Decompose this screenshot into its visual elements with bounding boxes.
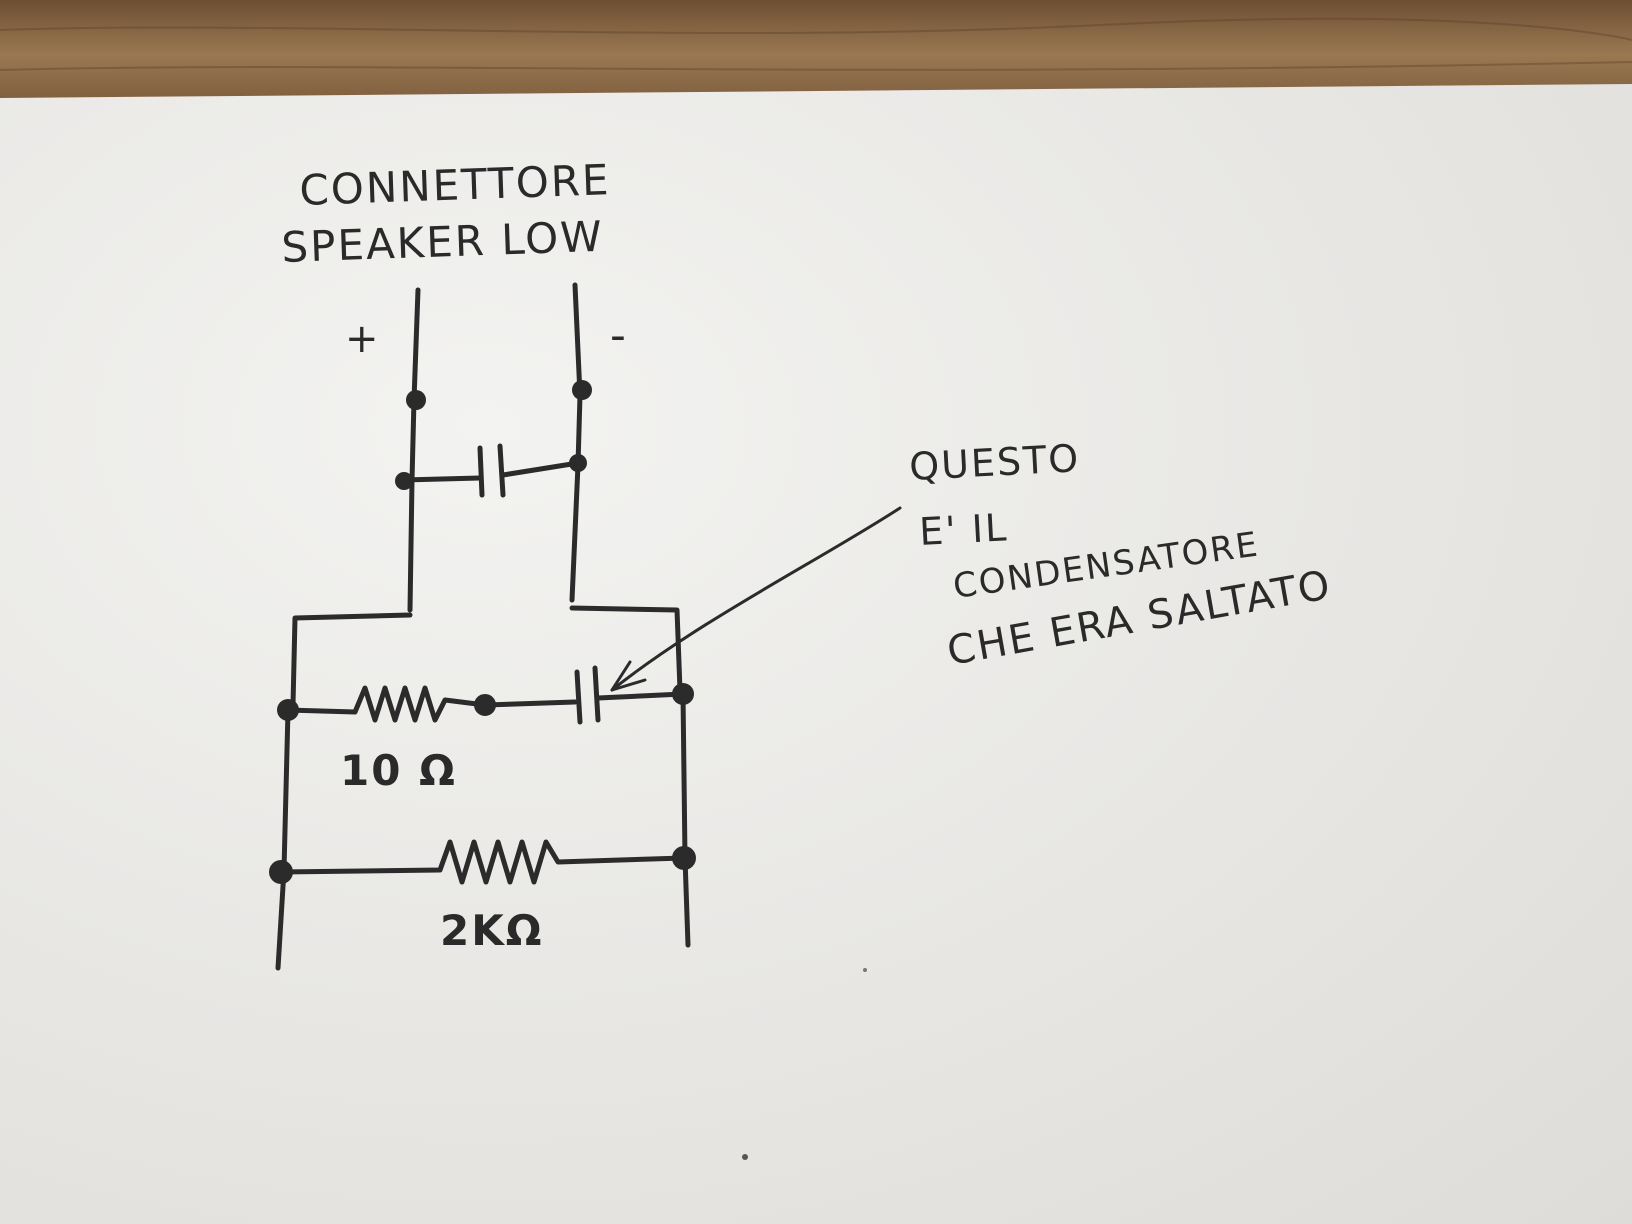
node-mid-right <box>672 683 694 705</box>
series-capacitor-lead-right <box>595 691 686 701</box>
top-capacitor-lead-left <box>400 475 483 483</box>
series-capacitor-plate-right <box>592 665 601 723</box>
plus-terminal-label: + <box>345 316 381 362</box>
annotation-line-2: E' IL <box>918 505 1009 554</box>
series-capacitor-plate-left <box>574 669 583 725</box>
annotation-line-1: QUESTO <box>908 436 1081 489</box>
resistor-10-ohm <box>284 685 488 723</box>
resistor-10-ohm-label: 10 Ω <box>340 746 457 795</box>
node-right-terminal <box>572 380 592 400</box>
minus-terminal-label: - <box>610 310 628 361</box>
annotation-arrow-line <box>610 506 902 692</box>
node-top-cap-right <box>569 454 587 472</box>
top-capacitor-lead-right <box>500 460 581 478</box>
frame-top-wire <box>290 612 413 708</box>
left-terminal-wire <box>407 287 421 613</box>
paper-speck <box>742 1154 748 1160</box>
node-mid-center <box>474 694 496 716</box>
node-top-cap-left <box>395 472 413 490</box>
top-capacitor-plate-left <box>477 445 485 498</box>
resistor-2k-ohm-label: 2KΩ <box>440 906 543 955</box>
annotation-arrow-head <box>610 660 647 692</box>
node-left-terminal <box>406 390 426 410</box>
paper-speck <box>863 968 867 972</box>
node-bottom-left <box>269 860 293 884</box>
title-line-1: CONNETTORE <box>299 155 612 215</box>
title-line-2: SPEAKER LOW <box>281 212 605 272</box>
paper-sheet <box>0 84 1632 1224</box>
resistor-2k-ohm <box>278 839 687 885</box>
node-bottom-right <box>672 846 696 870</box>
right-terminal-wire <box>569 282 583 603</box>
node-mid-left <box>277 699 299 721</box>
top-capacitor-plate-right <box>497 443 506 498</box>
frame-top-right-wire <box>569 605 683 693</box>
wood-grain <box>0 17 1632 71</box>
series-capacitor-lead-left <box>482 699 578 708</box>
